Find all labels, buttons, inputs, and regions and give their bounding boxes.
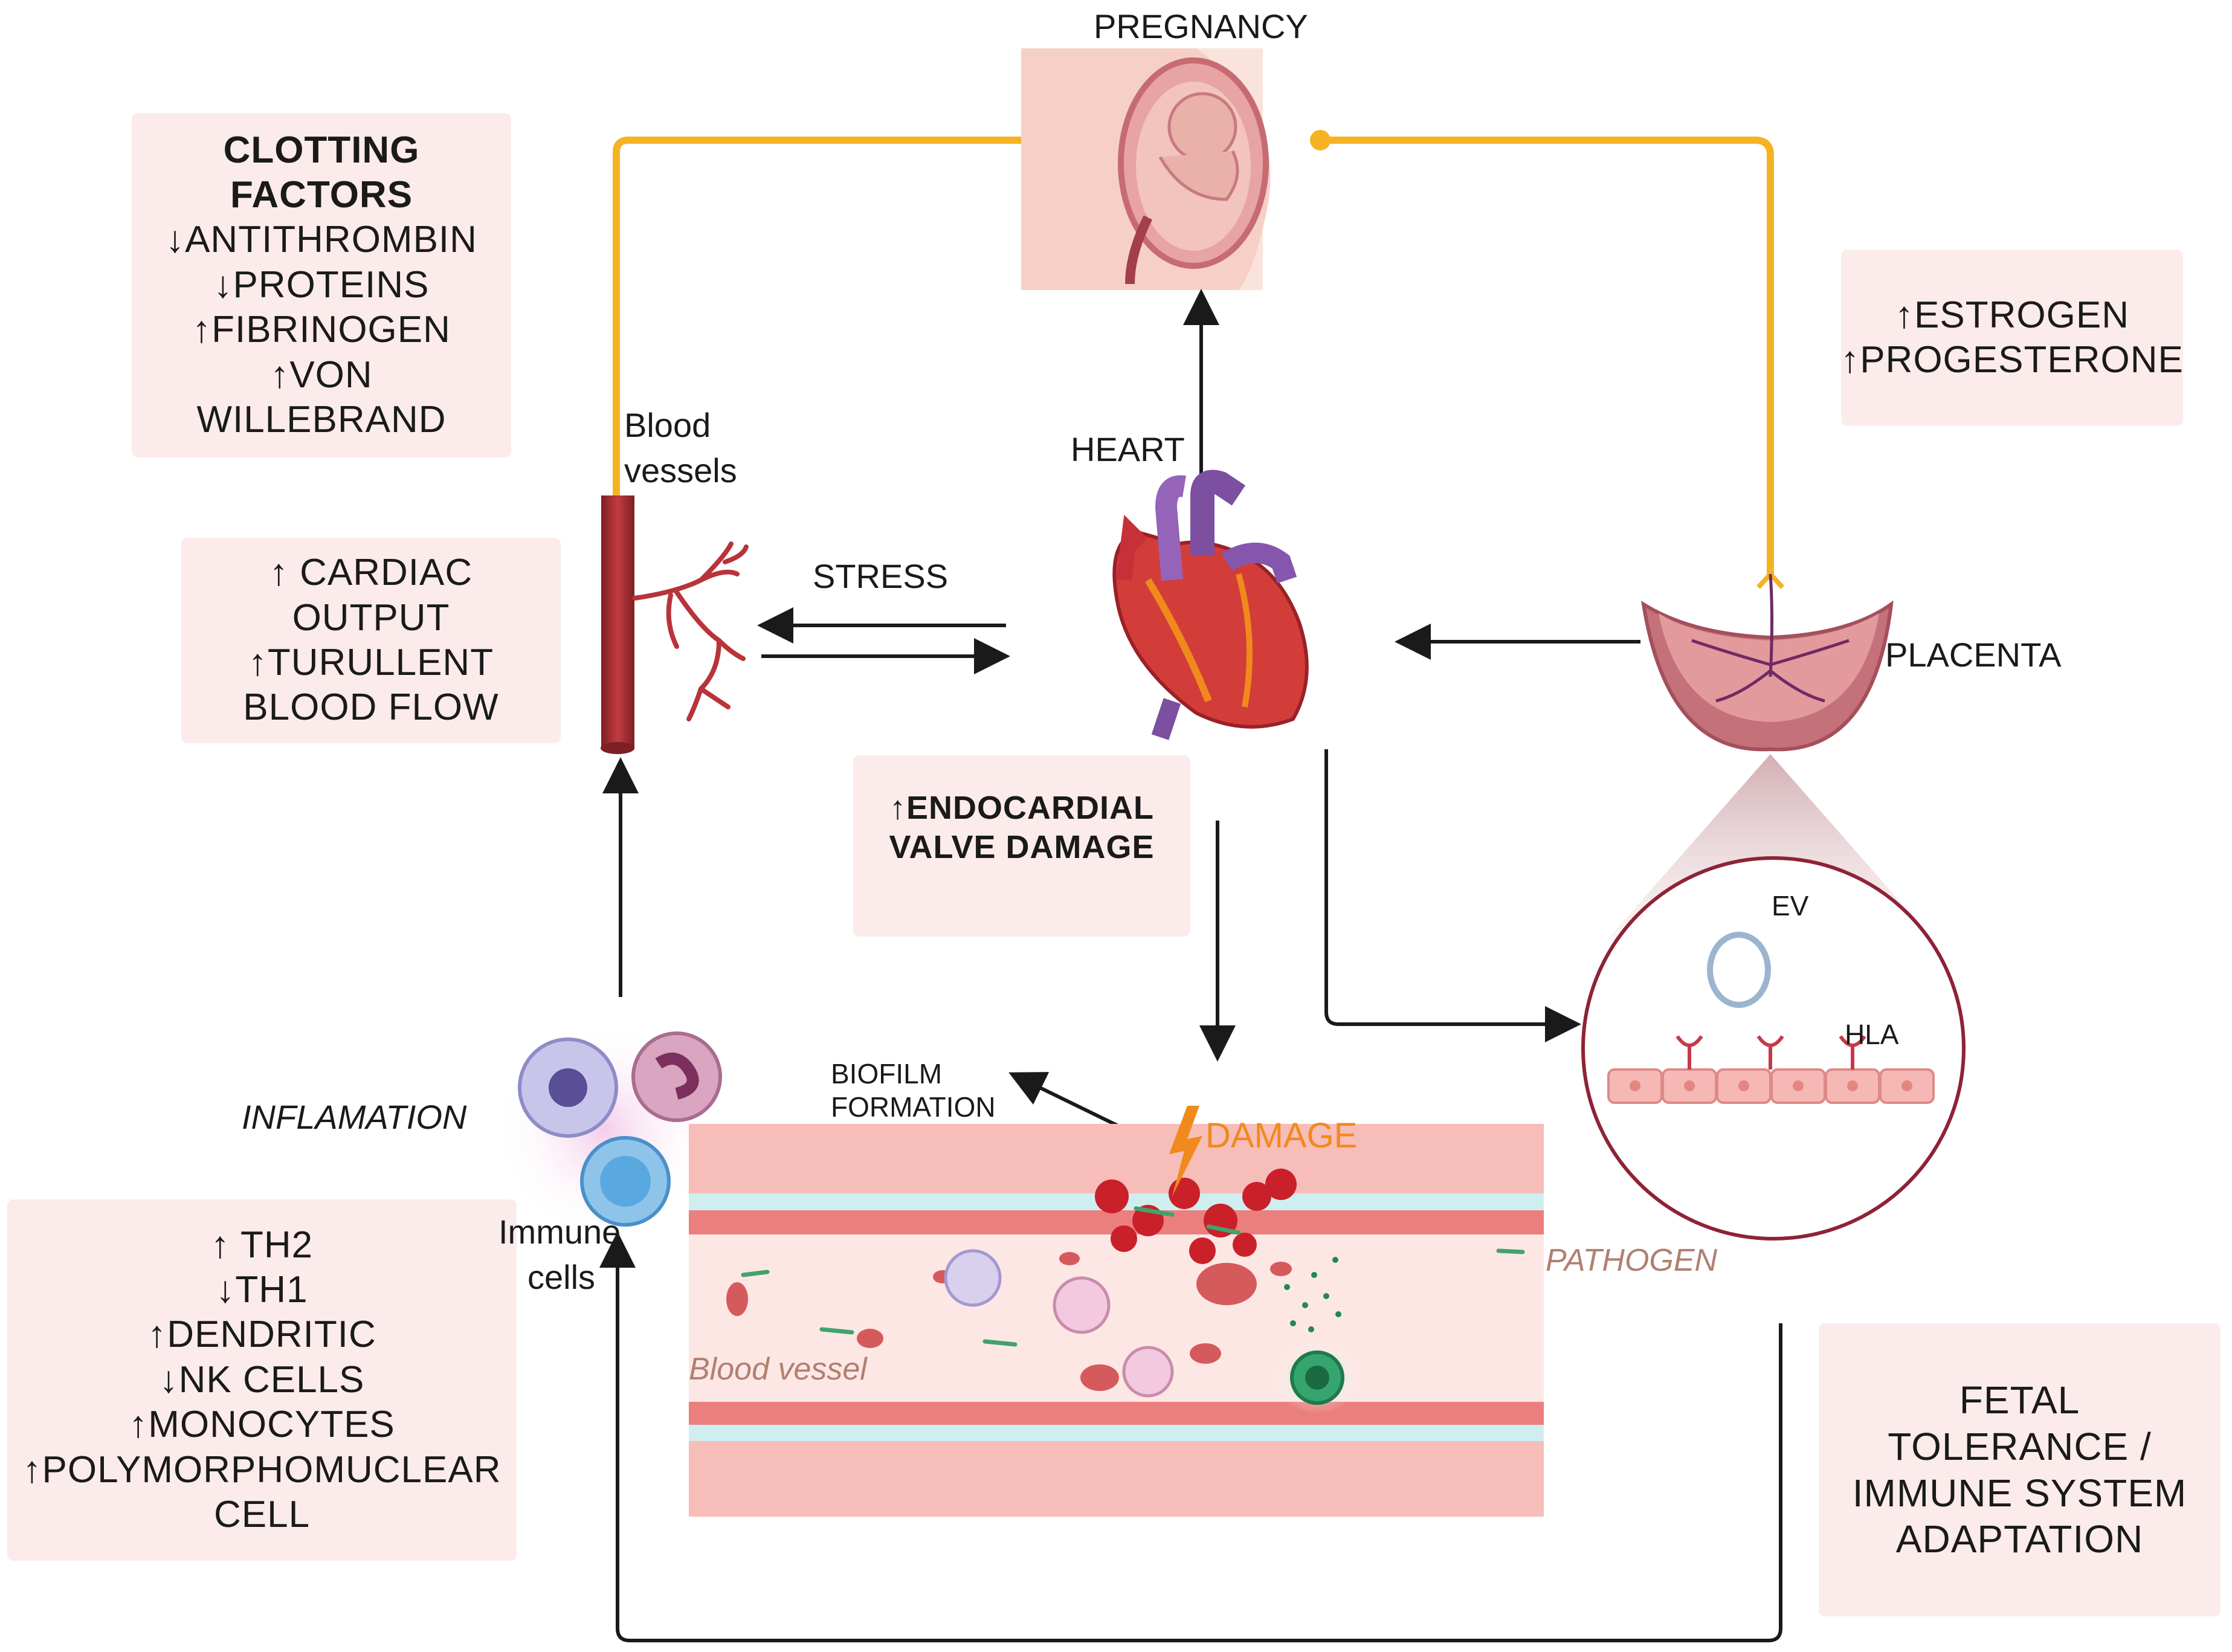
immune-change-line: ↓TH1: [216, 1269, 308, 1311]
placenta-label: PLACENTA: [1885, 636, 2062, 674]
cardiac-output-box: ↑ CARDIAC OUTPUT ↑TURULLENT BLOOD FLOW: [181, 538, 561, 743]
heart-label: HEART: [1071, 430, 1185, 468]
cardiac-line: ↑ CARDIAC: [269, 552, 473, 594]
placenta-illustration: [1640, 573, 1894, 752]
fetal-line: FETAL: [1959, 1378, 2080, 1422]
immune-change-line: ↑MONOCYTES: [129, 1404, 395, 1446]
clotting-line: ↓ANTITHROMBIN: [166, 219, 477, 261]
clotting-line: WILLEBRAND: [196, 398, 447, 440]
blood-vessels-label-line-2: vessels: [624, 451, 737, 489]
fetal-line: ADAPTATION: [1895, 1517, 2144, 1561]
immune-change-line: ↑POLYMORPHOMUCLEAR: [22, 1448, 502, 1491]
endocardial-damage-box: ↑ENDOCARDIAL VALVE DAMAGE: [853, 755, 1190, 937]
clotting-title-line-2: FACTORS: [230, 174, 413, 216]
blood-vessel-illustration: [601, 495, 749, 754]
biofilm-label-line-2: FORMATION: [831, 1091, 996, 1123]
clotting-line: ↑FIBRINOGEN: [192, 309, 451, 351]
immune-cells-label-line-1: Immune: [498, 1213, 621, 1251]
vessel-cross-section: [689, 1106, 1544, 1517]
damage-label: DAMAGE: [1205, 1116, 1358, 1155]
connector-dot-right: [1310, 130, 1330, 150]
endocardial-line: VALVE DAMAGE: [889, 828, 1155, 865]
pathogen-label: PATHOGEN: [1546, 1243, 1718, 1278]
hormone-line: ↑PROGESTERONE: [1840, 339, 2184, 381]
arrow-heart-to-zoom: [1324, 749, 1581, 1042]
clotting-factors-box: CLOTTING FACTORS ↓ANTITHROMBIN ↓PROTEINS…: [132, 113, 511, 457]
blood-vessels-label-line-1: Blood: [624, 406, 711, 444]
immune-cells-illustration: [495, 1021, 722, 1239]
pregnancy-connector-left: [613, 137, 1091, 574]
fetal-line: TOLERANCE /: [1888, 1424, 2152, 1468]
clotting-line: ↓PROTEINS: [213, 263, 430, 306]
hormone-line: ↑ESTROGEN: [1895, 294, 2129, 336]
clotting-line: ↑VON: [270, 353, 373, 396]
fetal-tolerance-box: FETAL TOLERANCE / IMMUNE SYSTEM ADAPTATI…: [1819, 1323, 2221, 1616]
immune-cells-label-line-2: cells: [527, 1258, 596, 1296]
fetal-line: IMMUNE SYSTEM: [1852, 1471, 2187, 1515]
immune-change-line: ↑ TH2: [210, 1224, 314, 1266]
clotting-title-line-1: CLOTTING: [223, 129, 420, 171]
hormones-box: ↑ESTROGEN ↑PROGESTERONE: [1840, 250, 2184, 426]
ev-label: EV: [1772, 890, 1809, 921]
heart-illustration: [1112, 469, 1309, 740]
placenta-zoom-circle: [1581, 856, 1966, 1241]
pregnancy-connector-right: [1320, 137, 1774, 580]
cardiac-line: BLOOD FLOW: [243, 686, 499, 729]
biofilm-label-line-1: BIOFILM: [831, 1058, 943, 1089]
immune-changes-box: ↑ TH2 ↓TH1 ↑DENDRITIC ↓NK CELLS ↑MONOCYT…: [7, 1199, 517, 1561]
blood-vessel-label: Blood vessel: [689, 1352, 867, 1387]
endocardial-line: ↑ENDOCARDIAL: [889, 790, 1154, 826]
cardiac-line: ↑TURULLENT: [248, 642, 494, 683]
immune-change-line: ↓NK CELLS: [159, 1358, 365, 1401]
arrow-fetal-to-immune: [599, 1231, 1782, 1642]
pregnancy-illustration: [1021, 48, 1271, 290]
hla-label: HLA: [1845, 1019, 1899, 1050]
pregnancy-label: PREGNANCY: [1094, 7, 1308, 45]
immune-change-line: ↑DENDRITIC: [147, 1314, 376, 1356]
cardiac-line: OUTPUT: [292, 596, 450, 639]
stress-label: STRESS: [813, 557, 949, 595]
inflamation-label: INFLAMATION: [242, 1098, 467, 1136]
immune-change-line: CELL: [213, 1493, 311, 1535]
